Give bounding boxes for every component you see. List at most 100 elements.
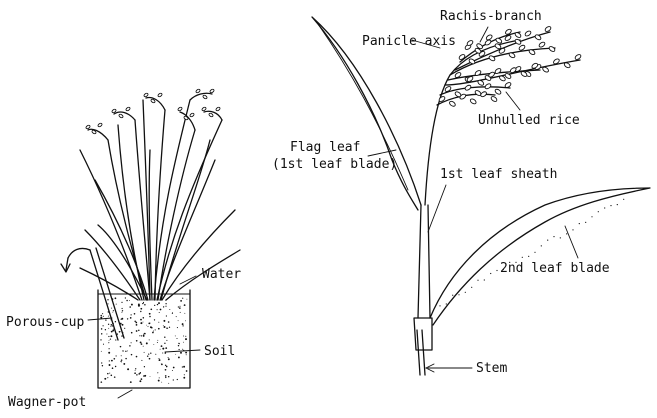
rice-grain xyxy=(490,96,498,103)
soil-speck xyxy=(143,346,144,347)
soil-speck xyxy=(180,352,182,354)
rice-grain xyxy=(485,34,493,41)
soil-speck xyxy=(165,306,166,307)
blade-speck xyxy=(471,287,472,288)
soil-speck xyxy=(130,381,132,383)
soil-speck xyxy=(148,353,149,354)
soil-speck xyxy=(101,333,102,334)
soil-speck xyxy=(185,320,186,321)
soil-speck xyxy=(166,340,167,341)
soil-speck xyxy=(109,340,110,341)
soil-speck xyxy=(154,319,155,320)
soil-leader xyxy=(165,350,200,352)
soil-speck xyxy=(166,366,168,368)
soil-speck xyxy=(138,330,139,331)
label-soil: Soil xyxy=(204,344,235,359)
soil-speck xyxy=(180,312,181,313)
rice-grain xyxy=(538,41,546,48)
soil-speck xyxy=(104,378,106,380)
rice-grain xyxy=(85,125,90,130)
soil-speck xyxy=(113,358,115,360)
rice-grain xyxy=(477,79,485,86)
blade-speck xyxy=(553,236,554,237)
soil-speck xyxy=(157,304,158,305)
soil-speck xyxy=(177,327,178,328)
soil-speck xyxy=(136,330,138,332)
soil-speck xyxy=(140,319,142,321)
soil-speck xyxy=(130,317,132,319)
soil-speck xyxy=(100,339,101,340)
soil-speck xyxy=(121,359,123,361)
blade-speck xyxy=(547,240,548,241)
rice-grain xyxy=(548,46,556,53)
soil-speck xyxy=(140,372,141,373)
soil-speck xyxy=(153,344,154,345)
soil-speck xyxy=(158,358,159,359)
soil-speck xyxy=(138,373,140,375)
first-leaf-sheath-shape xyxy=(418,205,430,318)
rice-grain xyxy=(494,88,502,95)
soil-speck xyxy=(164,343,165,344)
soil-speck xyxy=(136,340,138,342)
soil-speck xyxy=(140,322,142,324)
soil-speck xyxy=(178,356,180,358)
soil-speck xyxy=(139,380,141,382)
soil-speck xyxy=(177,379,178,380)
soil-speck xyxy=(122,310,123,311)
soil-speck xyxy=(111,331,113,333)
soil-speck xyxy=(127,350,128,351)
label-second-leaf-blade: 2nd leaf blade xyxy=(500,261,610,276)
soil-speck xyxy=(165,375,167,377)
soil-speck xyxy=(184,313,185,314)
rice-grain xyxy=(488,55,496,62)
soil-speck xyxy=(110,335,112,337)
blade-speck xyxy=(490,273,491,274)
soil-speck xyxy=(144,304,146,306)
soil-speck xyxy=(146,325,147,326)
blade-speck xyxy=(496,270,497,271)
rice-grain xyxy=(480,91,488,98)
soil-speck xyxy=(140,341,142,343)
label-water: Water xyxy=(202,267,241,282)
soil-speck xyxy=(168,376,169,377)
soil-speck xyxy=(115,297,117,299)
soil-speck xyxy=(106,334,107,335)
soil-speck xyxy=(131,342,132,343)
rice-grain xyxy=(563,62,571,69)
second-leaf-blade-shape xyxy=(430,188,650,325)
soil-speck xyxy=(178,349,179,350)
rice-grain xyxy=(202,95,207,100)
soil-speck xyxy=(182,366,183,367)
stem-shape xyxy=(417,330,420,375)
soil-speck xyxy=(182,349,183,350)
unhulled-rice-leader xyxy=(506,92,520,110)
rice-grain xyxy=(494,68,502,75)
rice-grain xyxy=(484,83,492,90)
blade-speck xyxy=(541,245,542,246)
blade-speck xyxy=(528,256,529,257)
soil-speck xyxy=(183,366,185,368)
rice-grain xyxy=(514,32,522,39)
soil-speck xyxy=(152,332,154,334)
soil-speck xyxy=(163,325,164,326)
soil-speck xyxy=(182,298,183,299)
rice-grain xyxy=(524,30,532,37)
soil-speck xyxy=(172,313,173,314)
soil-speck xyxy=(125,297,126,298)
soil-speck xyxy=(144,366,145,367)
soil-speck xyxy=(140,308,142,310)
soil-speck xyxy=(178,345,179,346)
soil-speck xyxy=(144,333,146,335)
soil-speck xyxy=(121,335,122,336)
blade-speck xyxy=(591,216,592,217)
soil-speck xyxy=(183,342,184,343)
soil-speck xyxy=(153,331,154,332)
rice-grain xyxy=(143,93,148,98)
soil-speck xyxy=(112,330,114,332)
rice-grain xyxy=(466,40,474,47)
rice-grain xyxy=(125,107,130,112)
soil-speck xyxy=(157,340,158,341)
soil-speck xyxy=(108,316,109,317)
soil-speck xyxy=(150,353,151,354)
soil-speck xyxy=(165,369,167,371)
